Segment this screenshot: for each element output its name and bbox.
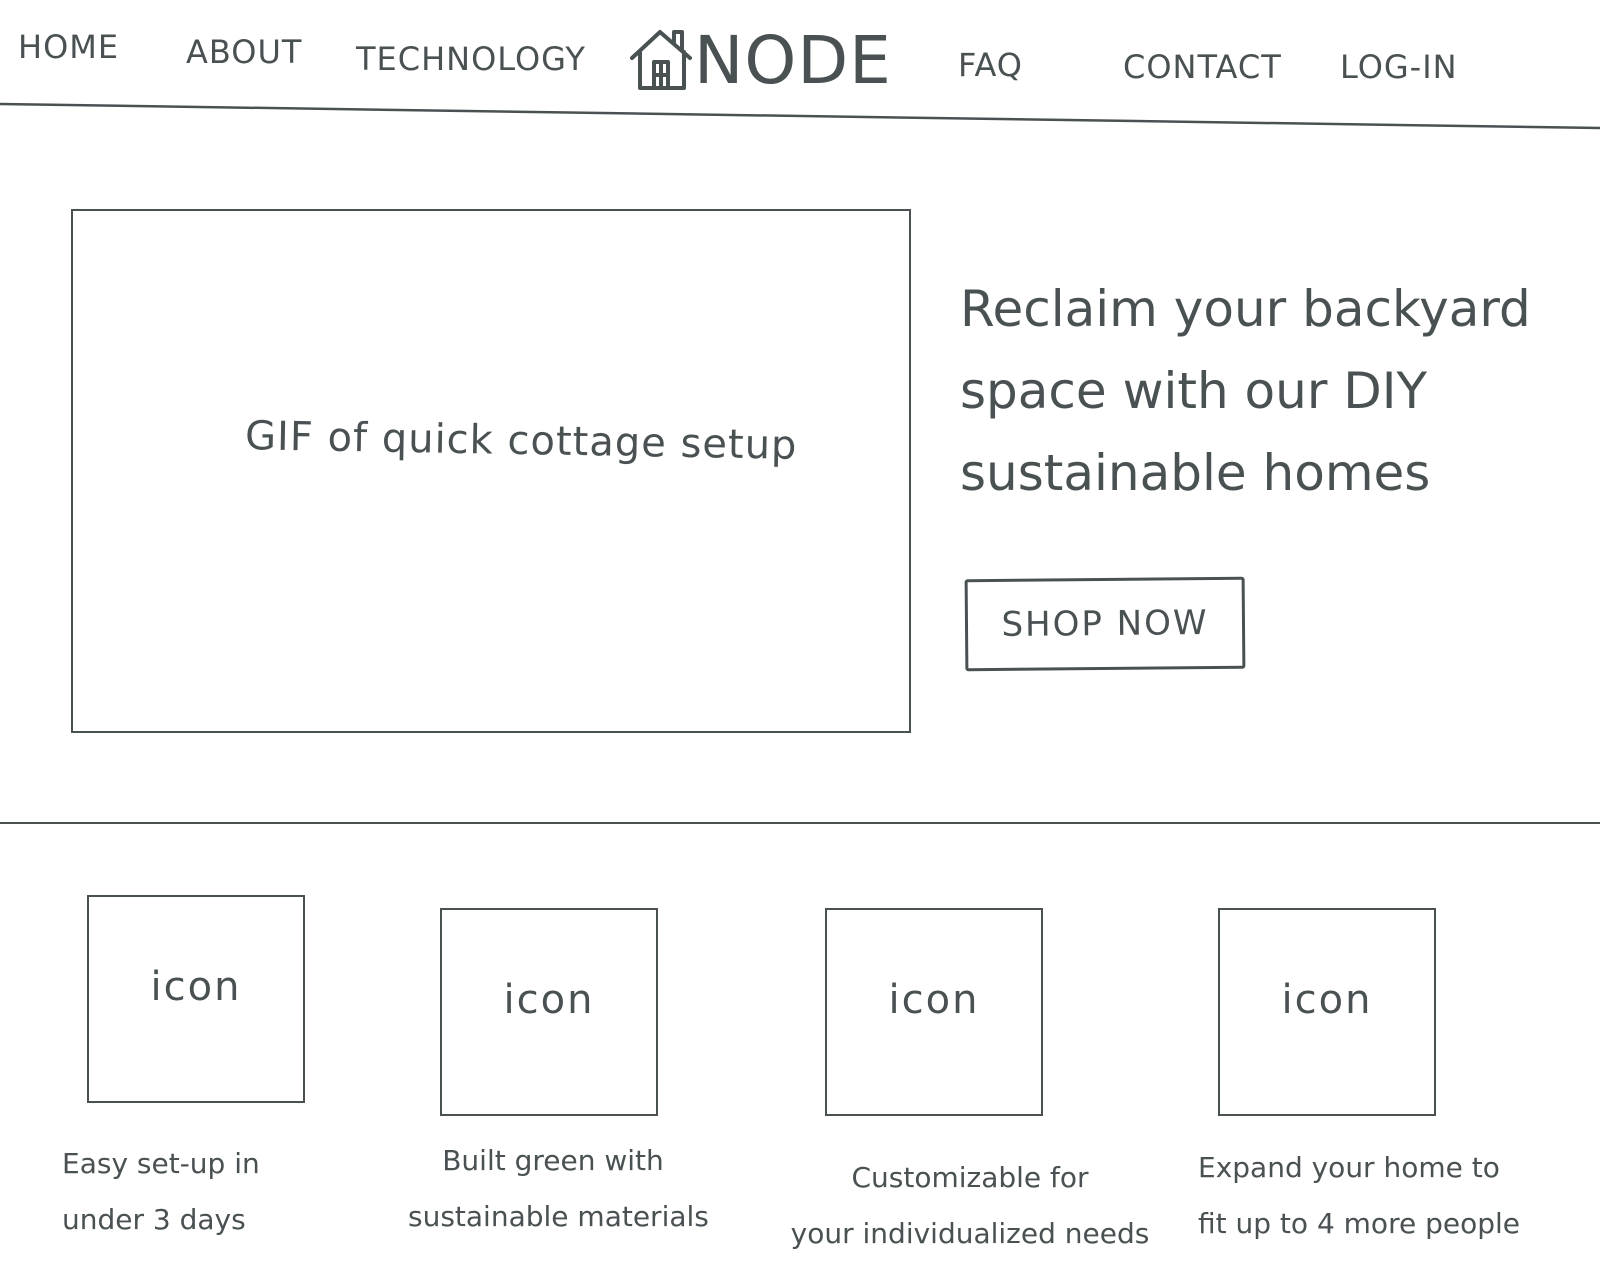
feature-icon-placeholder: icon xyxy=(825,908,1043,1116)
feature-icon-label: icon xyxy=(888,977,980,1023)
hero-media-placeholder: GIF of quick cottage setup xyxy=(71,209,911,733)
header-divider xyxy=(0,102,1600,130)
feature-caption-line: your individualized needs xyxy=(790,1217,1150,1250)
nav-about-link[interactable]: ABOUT xyxy=(186,33,303,71)
nav-home-link[interactable]: HOME xyxy=(18,28,120,66)
feature-caption-line: fit up to 4 more people xyxy=(1198,1207,1520,1240)
feature-caption: Built green with sustainable materials xyxy=(408,1133,709,1245)
feature-icon-label: icon xyxy=(1281,977,1373,1023)
nav-login-link[interactable]: LOG-IN xyxy=(1340,48,1458,86)
feature-icon-placeholder: icon xyxy=(1218,908,1436,1116)
feature-icon-label: icon xyxy=(150,964,242,1010)
nav-technology-link[interactable]: TECHNOLOGY xyxy=(356,40,586,78)
logo[interactable]: NODE xyxy=(628,22,892,94)
feature-caption-line: Easy set-up in xyxy=(62,1147,260,1180)
top-nav: HOME ABOUT TECHNOLOGY NODE FAQ CONTACT L… xyxy=(0,0,1600,130)
feature-caption: Expand your home to fit up to 4 more peo… xyxy=(1198,1140,1588,1252)
house-icon xyxy=(630,30,692,90)
section-divider xyxy=(0,822,1600,824)
logo-wordmark: NODE xyxy=(694,22,892,99)
feature-caption-line: Customizable for xyxy=(851,1161,1089,1194)
nav-faq-link[interactable]: FAQ xyxy=(958,46,1023,84)
feature-caption-line: Built green with xyxy=(442,1144,664,1177)
feature-caption-line: Expand your home to xyxy=(1198,1151,1500,1184)
feature-caption: Easy set-up in under 3 days xyxy=(62,1136,342,1248)
hero-headline: Reclaim your backyard space with our DIY… xyxy=(960,280,1531,502)
feature-icon-placeholder: icon xyxy=(440,908,658,1116)
nav-contact-link[interactable]: CONTACT xyxy=(1123,48,1282,86)
feature-caption-line: under 3 days xyxy=(62,1203,246,1236)
hero-media-label: GIF of quick cottage setup xyxy=(244,413,798,469)
shop-now-button[interactable]: SHOP NOW xyxy=(964,576,1246,672)
feature-icon-placeholder: icon xyxy=(87,895,305,1103)
feature-icon-label: icon xyxy=(503,977,595,1023)
feature-caption: Customizable for your individualized nee… xyxy=(780,1150,1160,1262)
feature-caption-line: sustainable materials xyxy=(408,1200,709,1233)
